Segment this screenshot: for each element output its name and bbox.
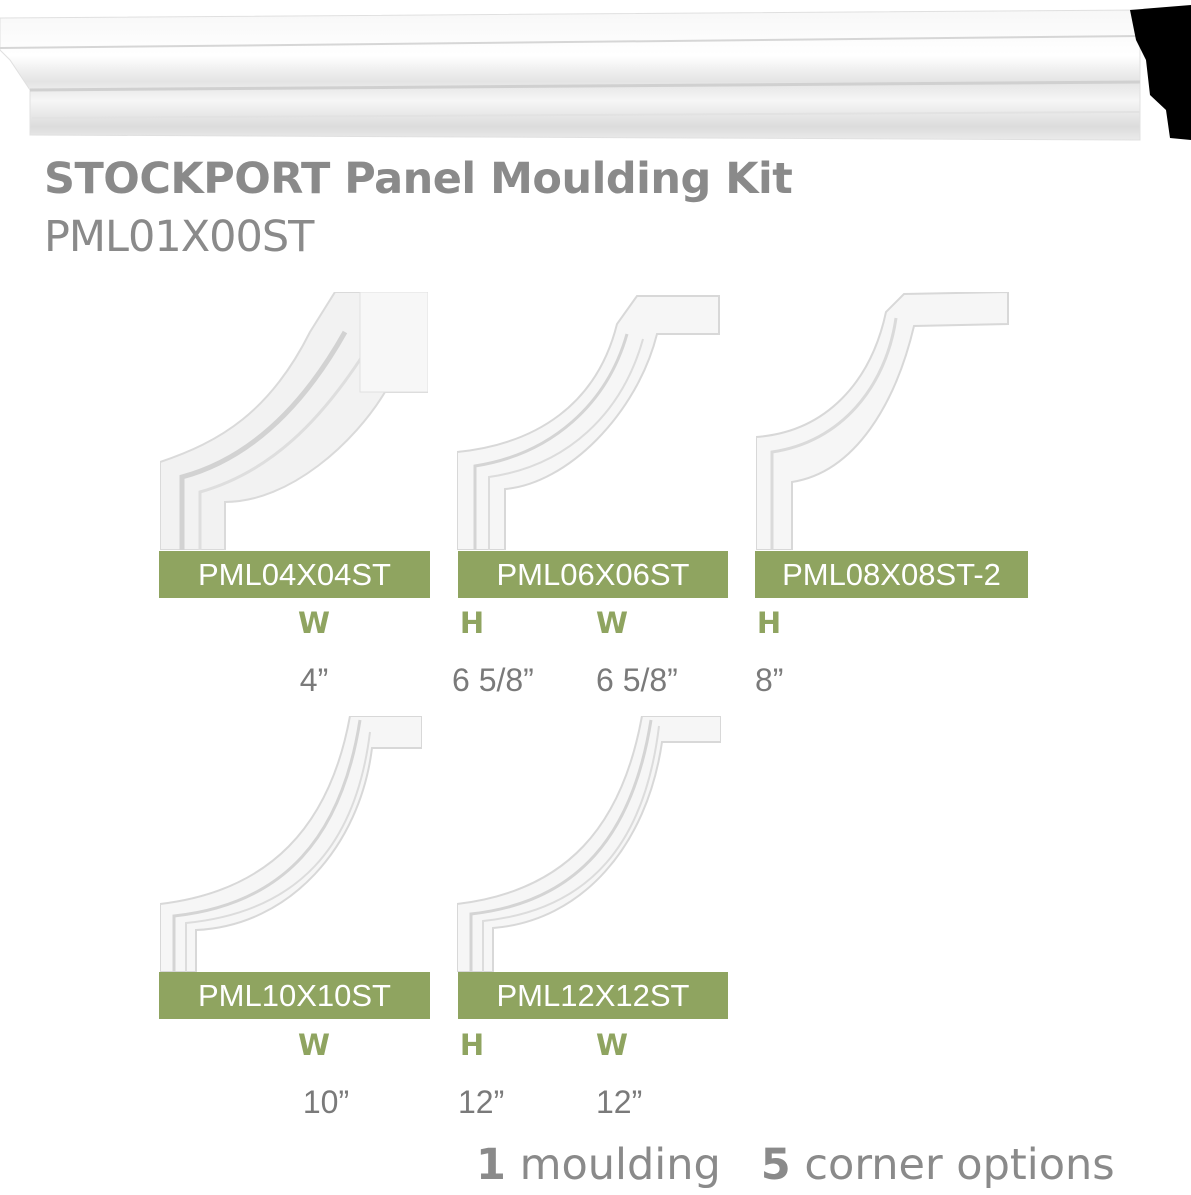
corner-label-1: PML04X04ST xyxy=(159,551,430,598)
moulding-strip-image xyxy=(0,5,1191,141)
corner-image-4 xyxy=(160,716,422,972)
corner-label-2: PML06X06ST xyxy=(458,551,728,598)
moulding-profile-shape xyxy=(1130,5,1191,140)
corner-2-dim-value-2: 6 5/8” xyxy=(596,662,678,698)
corner-count: 5 xyxy=(760,1140,791,1190)
moulding-label: moulding xyxy=(519,1140,721,1190)
corner-3-dim-letter-1: H xyxy=(756,606,782,640)
corner-image-5 xyxy=(457,716,721,972)
corner-label-5: PML12X12ST xyxy=(458,972,728,1019)
corner-5-dim-value-2: 12” xyxy=(596,1084,643,1120)
corner-5-dim-letter-2: W xyxy=(596,1028,628,1062)
corner-5-dim-letter-1: H xyxy=(459,1028,485,1062)
corner-image-1 xyxy=(160,292,428,550)
corner-label-4: PML10X10ST xyxy=(159,972,430,1019)
product-title: STOCKPORT Panel Moulding Kit xyxy=(44,154,793,204)
moulding-count: 1 xyxy=(476,1140,506,1190)
corner-4-dim-letter-1: W xyxy=(298,1028,330,1062)
corner-label: corner options xyxy=(804,1140,1115,1190)
corner-1-dim-letter-1: W xyxy=(298,606,330,640)
footer-summary: 1 moulding 5 corner options xyxy=(476,1140,1115,1190)
product-kit-code: PML01X00ST xyxy=(44,212,314,262)
corner-4-dim-value-1: 10” xyxy=(302,1084,350,1120)
corner-2-dim-letter-1: H xyxy=(459,606,485,640)
corner-3-dim-value-1: 8” xyxy=(755,662,784,698)
corner-image-3 xyxy=(756,292,1009,550)
corner-2-dim-letter-2: W xyxy=(596,606,628,640)
corner-5-dim-value-1: 12” xyxy=(458,1084,505,1120)
corner-2-dim-value-1: 6 5/8” xyxy=(452,662,534,698)
corner-image-2 xyxy=(457,295,720,550)
corner-label-3: PML08X08ST-2 xyxy=(755,551,1028,598)
corner-1-dim-value-1: 4” xyxy=(299,662,329,698)
